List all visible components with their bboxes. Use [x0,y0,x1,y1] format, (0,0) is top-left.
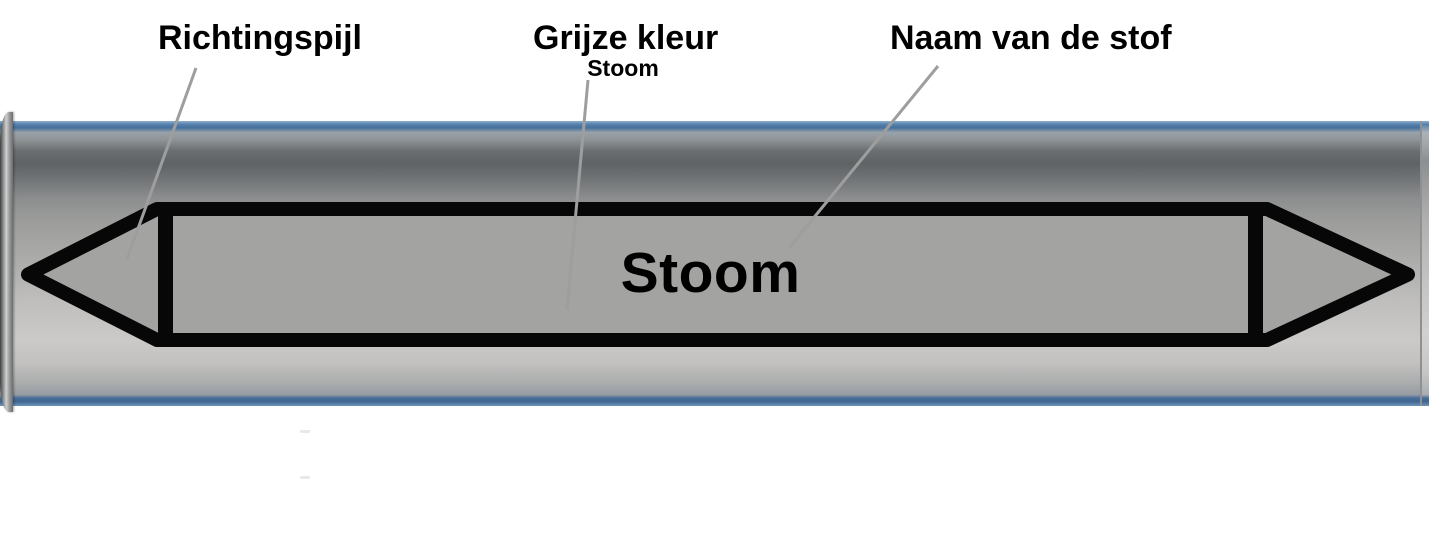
smudge-mark [300,476,310,479]
annotation-grijze-kleur: Grijze kleur Stoom [533,19,719,81]
annotation-naam-van-de-stof-label: Naam van de stof [890,19,1172,57]
annotation-naam-van-de-stof: Naam van de stof [890,21,1172,55]
marker-arrow-shape [21,202,1415,347]
smudge-mark [300,430,310,433]
pipe-end-cap-left [0,112,13,412]
marker-substance-text: Stoom [620,241,801,305]
leader-line-naam-van-de-stof [787,65,940,249]
annotation-grijze-kleur-sublabel: Stoom [587,55,659,81]
annotation-richtingspijl: Richtingspijl [158,21,362,55]
leader-line-richtingspijl [125,67,198,260]
annotation-richtingspijl-label: Richtingspijl [158,19,362,57]
annotation-grijze-kleur-label: Grijze kleur [533,19,719,57]
pipe-segment-right [1420,121,1429,406]
leader-line-grijze-kleur [565,79,590,311]
